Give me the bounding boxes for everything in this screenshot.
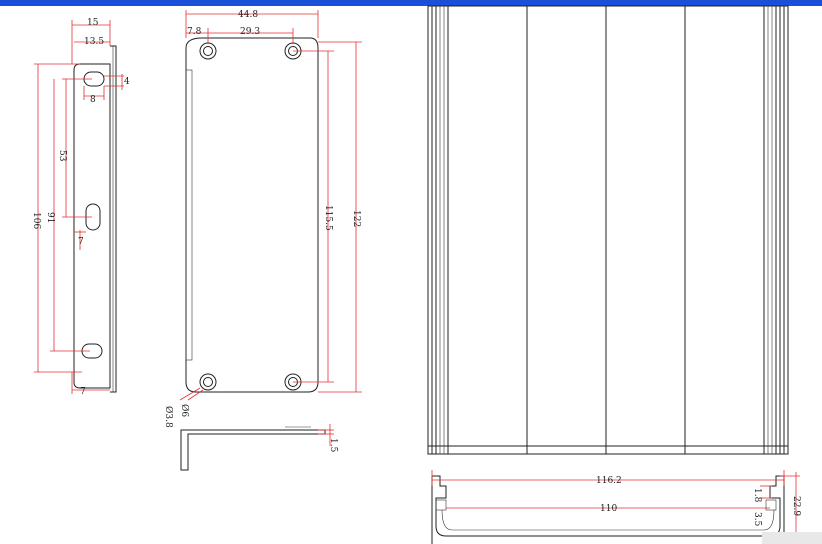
dim-44-8: 44.8 [238,10,258,20]
top-banner [0,0,822,6]
mounting-holes [199,42,302,391]
dim-106: 106 [31,212,41,229]
dim-116-2: 116.2 [596,476,622,486]
corner-block [762,532,822,544]
dim-122: 122 [351,210,361,227]
dim-15: 15 [87,18,99,28]
dim-115-5: 115.5 [323,205,333,231]
dim-8: 8 [90,95,96,105]
extrusion-top-view [427,5,789,455]
dim-7-bottom: 7 [80,387,86,397]
dim-1-5: 1.5 [328,438,338,453]
dim-hole-inner: Ø3.8 [163,406,174,428]
dim-110: 110 [600,504,617,514]
dim-4: 4 [124,77,130,87]
extrusion-grooves [431,6,785,454]
end-plate-front-view: 44.8 7.8 29.3 115.5 122 Ø6 Ø3.8 1.5 [163,10,362,471]
dim-53: 53 [57,150,67,162]
dim-91: 91 [45,212,55,223]
dim-3-5: 3.5 [752,512,762,527]
dim-1-8: 1.8 [752,488,762,503]
end-plate-side-view: 15 13.5 4 8 53 91 106 7 7 [31,18,130,397]
dim-7-mid: 7 [78,237,84,247]
dim-7-8: 7.8 [187,27,202,37]
profile-cross-section: 116.2 110 22.9 1.8 3.5 [431,470,801,544]
dim-22-9: 22.9 [791,496,801,516]
dim-hole-outer: Ø6 [179,404,190,417]
dim-29-3: 29.3 [240,27,260,37]
dim-13-5: 13.5 [84,37,104,47]
